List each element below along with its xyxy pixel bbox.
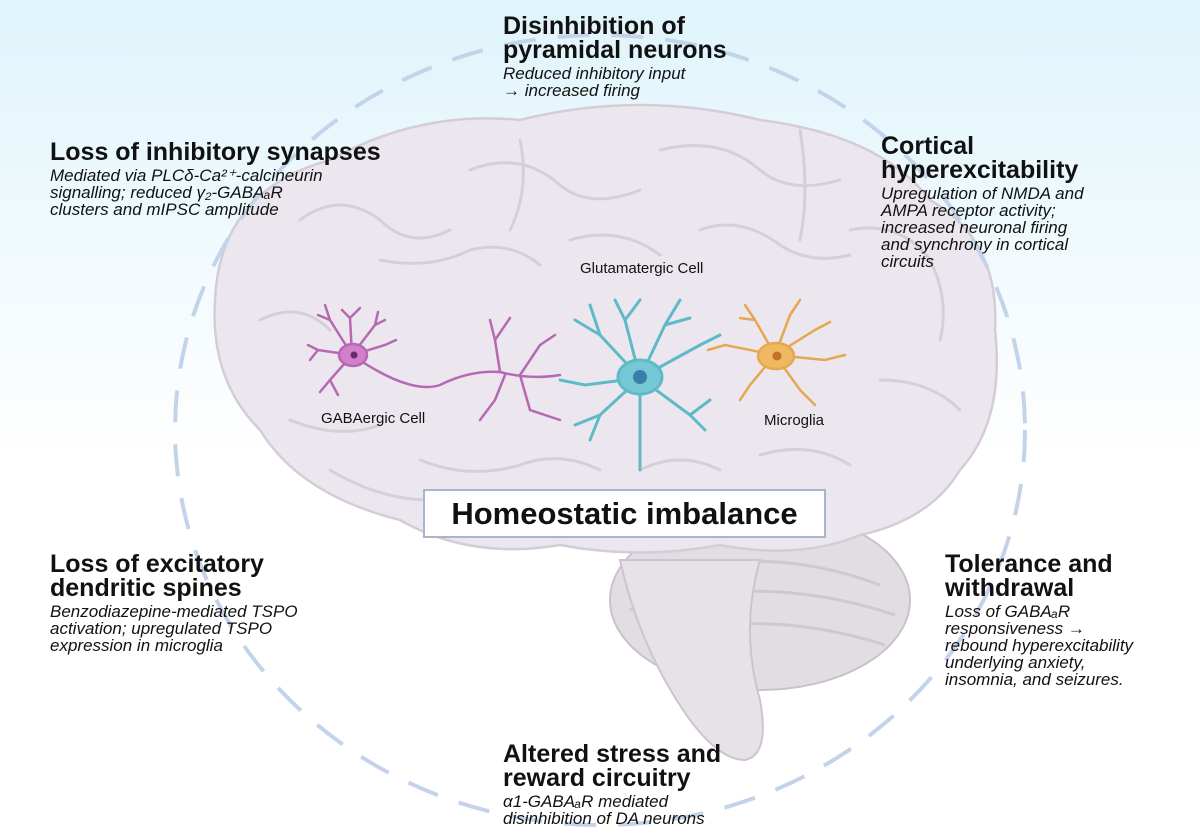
disinhibition-body: Reduced inhibitory input → increased fir… <box>503 64 686 100</box>
cortical-heading: Cortical hyperexcitability <box>881 132 1079 184</box>
glutamatergic-cell-label: Glutamatergic Cell <box>580 260 704 277</box>
tolerance-body: Loss of GABAₐR responsiveness → rebound … <box>945 602 1134 689</box>
excitatory-spines-heading: Loss of excitatory dendritic spines <box>50 550 264 602</box>
microglia-label: Microglia <box>764 412 825 429</box>
microglia-cell-icon <box>706 298 847 407</box>
brain-stem <box>618 559 764 762</box>
disinhibition-block: Disinhibition of pyramidal neurons Reduc… <box>503 12 727 100</box>
excitatory-spines-block: Loss of excitatory dendritic spines Benz… <box>50 550 298 655</box>
cerebrum <box>213 103 999 554</box>
inhibitory-synapses-block: Loss of inhibitory synapses Mediated via… <box>50 138 381 219</box>
dashed-cycle-ring <box>173 33 1027 827</box>
gabaergic-cell-icon <box>306 303 562 422</box>
disinhibition-heading: Disinhibition of pyramidal neurons <box>503 12 727 64</box>
tolerance-withdrawal-block: Tolerance and withdrawal Loss of GABAₐR … <box>945 550 1134 689</box>
stress-reward-heading: Altered stress and reward circuitry <box>503 740 722 792</box>
tolerance-heading: Tolerance and withdrawal <box>945 550 1113 602</box>
inhibitory-synapses-heading: Loss of inhibitory synapses <box>50 138 381 166</box>
gabaergic-cell-label: GABAergic Cell <box>321 410 426 427</box>
glutamatergic-cell-icon <box>558 298 722 472</box>
inhibitory-synapses-body: Mediated via PLCδ-Ca²⁺-calcineurin signa… <box>50 166 323 219</box>
cortical-hyperexcitability-block: Cortical hyperexcitability Upregulation … <box>881 132 1084 271</box>
stress-reward-body: α1-GABAₐR mediated disinhibition of DA n… <box>503 792 705 828</box>
homeostatic-imbalance-box: Homeostatic imbalance <box>423 489 826 538</box>
excitatory-spines-body: Benzodiazepine-mediated TSPO activation;… <box>50 602 298 655</box>
stress-reward-block: Altered stress and reward circuitry α1-G… <box>503 740 722 828</box>
brain-folds <box>258 128 962 502</box>
center-title: Homeostatic imbalance <box>451 495 798 531</box>
cortical-body: Upregulation of NMDA and AMPA receptor a… <box>881 184 1084 271</box>
